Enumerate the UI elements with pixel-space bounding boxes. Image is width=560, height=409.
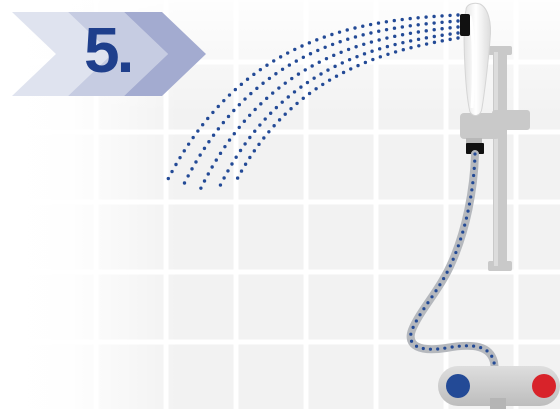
- hot-tap-knob: [532, 374, 556, 398]
- mixer-tap-icon: [438, 366, 560, 409]
- cold-tap-knob: [446, 374, 470, 398]
- step-number-label: 5.: [84, 14, 144, 86]
